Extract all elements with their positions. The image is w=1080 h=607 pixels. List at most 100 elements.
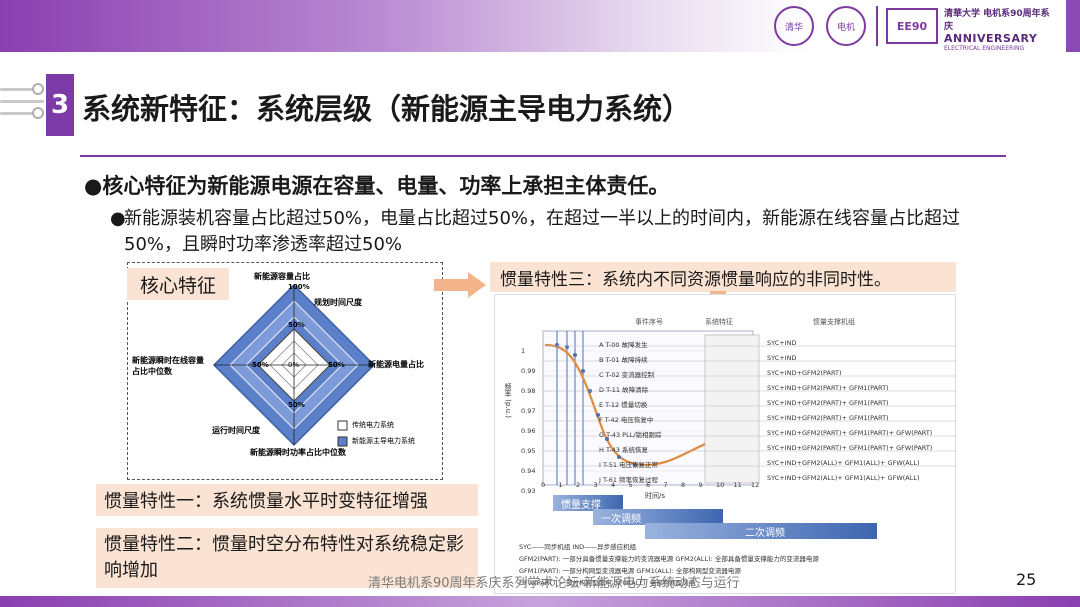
- logo-divider: [876, 6, 878, 46]
- page-title: 系统新特征：系统层级（新能源主导电力系统）: [82, 92, 692, 126]
- x-tick-label: 10: [716, 481, 725, 489]
- legend-new-label: 新能源主导电力系统: [352, 437, 415, 445]
- axis-left-label: 新能源瞬时在线容量占比中位数: [132, 356, 204, 376]
- event-row-label: J T-61 频率恢复过程: [599, 476, 659, 484]
- event-row-inertia: SYC+IND+GFM2(ALL)+ GFM1(ALL)+ GFW(ALL): [767, 459, 920, 467]
- event-row-inertia: SYC+IND: [767, 354, 797, 362]
- x-tick-label: 3: [593, 481, 598, 489]
- pct-bottom: 50%: [288, 401, 305, 409]
- y-tick-label: 0.96: [521, 427, 536, 435]
- event-row-inertia: SYC+IND+GFM2(PART)+ GFM1(PART): [767, 384, 889, 392]
- core-feature-diagram: 新能源容量占比 100% 规划时间尺度 新能源电量占比 新能源瞬时在线容量占比中…: [127, 262, 443, 480]
- university-logo-text: 清华: [784, 22, 803, 33]
- radar-diagram: [212, 283, 376, 447]
- event-row-inertia: SYC+IND+GFM2(ALL)+ GFM1(ALL)+ GFW(ALL): [767, 474, 920, 482]
- core-feature-bullet: ●核心特征为新能源电源在容量、电量、功率上承担主体责任。: [84, 174, 670, 198]
- ee90-logo: EE90: [886, 8, 938, 44]
- core-feature-tag: 核心特征: [127, 268, 229, 300]
- event-row-label: F T-42 电压恢复中: [599, 416, 654, 424]
- ee90-logo-text: EE90: [896, 19, 928, 33]
- anniversary-logo-line2: ANNIVERSARY: [944, 32, 1038, 45]
- phase-secondary-label: 二次调频: [745, 527, 785, 539]
- event-row-inertia: SYC+IND+GFM2(PART): [767, 369, 842, 377]
- phase-inertia-arrow: 惯量支撑: [553, 495, 623, 511]
- legend-traditional-label: 传统电力系统: [352, 421, 394, 429]
- decor-pin-line: [0, 88, 44, 91]
- x-tick-label: 1: [558, 481, 563, 489]
- x-tick-label: 2: [576, 481, 581, 489]
- event-row-inertia: SYC+IND+GFM2(PART)+ GFM1(PART): [767, 399, 889, 407]
- x-tick-label: 6: [646, 481, 651, 489]
- inertia-feature-1: 惯量特性一：系统惯量水平时变特征增强: [96, 484, 478, 516]
- phase-primary-arrow: 一次调频: [593, 509, 723, 525]
- inertia-feature-2: 惯量特性二：惯量时空分布特性对系统稳定影响增加: [96, 528, 478, 588]
- x-tick-label: 11: [733, 481, 742, 489]
- figure-note-line: GFW(PART): 一部分构网型风电 GFW(ALL): 全部构网型风电: [519, 579, 696, 587]
- department-logo-text: 电机: [836, 22, 855, 33]
- figure-note-line: GFM1(PART): 一部分构网型变流器电源 GFM1(ALL): 全部构网型…: [519, 567, 741, 575]
- y-tick-label: 0.98: [521, 387, 536, 395]
- event-row-label: I T-51 电压恢复正常: [599, 461, 659, 469]
- header-right-bar: [1066, 0, 1080, 52]
- y-tick-label: 0.99: [521, 367, 536, 375]
- department-logo: 电机: [826, 6, 866, 46]
- phase-inertia-label: 惯量支撑: [561, 499, 601, 511]
- detail-bullet-text: 新能源装机容量占比超过50%，电量占比超过50%，在超过一半以上的时间内，新能源…: [124, 208, 961, 255]
- legend-traditional-swatch: [337, 420, 348, 431]
- x-tick-label: 0: [541, 481, 546, 489]
- event-row-label: H T-43 系统恢复: [599, 446, 649, 454]
- operation-scale-label: 运行时间尺度: [212, 426, 260, 435]
- axis-bottom-label: 新能源瞬时功率占比中位数: [250, 448, 346, 457]
- x-tick-label: 7: [663, 481, 668, 489]
- y-tick-label: 1: [521, 347, 526, 355]
- pct-left: 50%: [252, 361, 269, 369]
- axis-top-value: 100%: [288, 283, 310, 291]
- event-row-label: B T-01 故障持续: [599, 356, 648, 364]
- anniversary-logo-line3: ELECTRICAL ENGINEERING: [944, 45, 1025, 52]
- y-tick-label: 0.95: [521, 447, 536, 455]
- y-tick-label: 0.97: [521, 407, 536, 415]
- decor-pin-line: [0, 112, 44, 115]
- event-row-inertia: SYC+IND+GFM2(PART)+ GFM1(PART)+ GFW(PART…: [767, 429, 933, 437]
- x-tick-label: 4: [611, 481, 616, 489]
- pct-center: 0%: [288, 361, 300, 369]
- frequency-plot: [542, 330, 957, 486]
- axis-right-label: 新能源电量占比: [368, 360, 424, 369]
- bullet-dot-icon: ●: [110, 208, 126, 229]
- phase-primary-label: 一次调频: [601, 513, 641, 525]
- inertia-feature-3: 惯量特性三：系统内不同资源惯量响应的非同时性。: [490, 262, 956, 292]
- page-number: 25: [1016, 570, 1037, 589]
- figure-note-line: GFM2(PART): 一部分具备惯量支撑能力的变流器电源 GFM2(ALL):…: [519, 555, 819, 563]
- planning-scale-label: 规划时间尺度: [314, 298, 362, 307]
- decor-pin-icon: [32, 83, 44, 95]
- event-row-label: C T-02 变流器控制: [599, 371, 655, 379]
- decor-pin-icon: [32, 107, 44, 119]
- event-row-label: E T-12 惯量切换: [599, 401, 648, 409]
- x-tick-label: 5: [628, 481, 633, 489]
- x-tick-label: 12: [751, 481, 760, 489]
- detail-bullet: ● 新能源装机容量占比超过50%，电量占比超过50%，在超过一半以上的时间内，新…: [110, 206, 984, 258]
- col-feature-header: 系统特征: [705, 318, 733, 326]
- event-row-inertia: SYC+IND+GFM2(PART)+ GFM1(PART)+ GFW(PART…: [767, 444, 933, 452]
- footer-bar: [0, 596, 1080, 607]
- col-inertia-header: 惯量支撑机组: [813, 318, 855, 326]
- y-axis-label: 频率 (p.u.): [504, 383, 512, 419]
- event-row-inertia: SYC+IND+GFM2(PART)+ GFM1(PART): [767, 414, 889, 422]
- x-tick-label: 9: [698, 481, 703, 489]
- y-tick-label: 0.93: [521, 487, 536, 495]
- arrow-right-icon: [434, 272, 486, 298]
- pct-right: 50%: [328, 361, 345, 369]
- x-tick-label: 8: [681, 481, 686, 489]
- event-row-label: D T-11 故障清除: [599, 386, 649, 394]
- footer-text: 清华电机系90周年系庆系列学术论坛·新能源电力系统动态与运行: [368, 576, 740, 591]
- col-event-header: 事件序号: [635, 318, 663, 326]
- title-divider: [80, 155, 1006, 157]
- university-logo: 清华: [774, 6, 814, 46]
- event-row-inertia: SYC+IND: [767, 339, 797, 347]
- legend-new-swatch: [337, 436, 348, 447]
- event-row-label: A T-00 故障发生: [599, 341, 648, 349]
- section-number: 3: [46, 74, 74, 136]
- anniversary-logo-line1: 清華大学 电机系90周年系庆: [944, 9, 1050, 32]
